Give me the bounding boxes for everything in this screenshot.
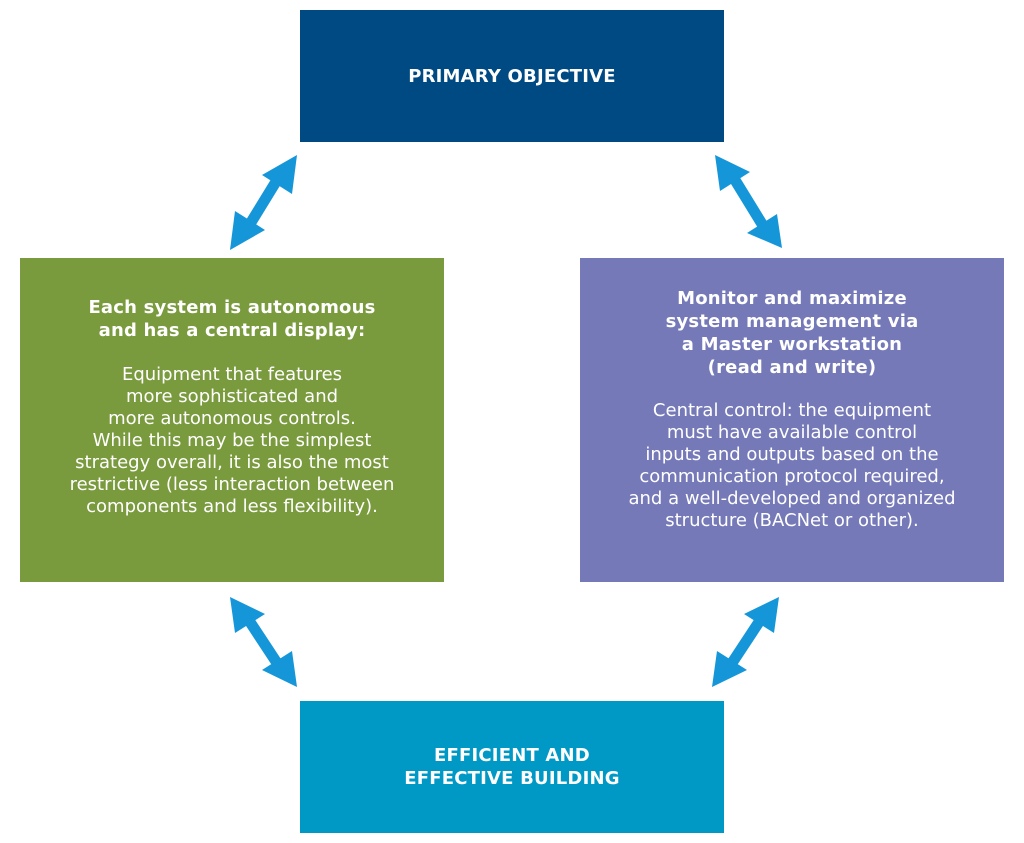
node-efficient-building: EFFICIENT AND EFFECTIVE BUILDING <box>300 701 724 833</box>
arrow-right-bottom <box>712 597 779 687</box>
node-primary-objective-title: PRIMARY OBJECTIVE <box>408 65 616 87</box>
node-autonomous-systems: Each system is autonomous and has a cent… <box>20 258 444 582</box>
node-primary-objective: PRIMARY OBJECTIVE <box>300 10 724 142</box>
arrow-top-left <box>230 155 297 250</box>
arrow-top-right <box>715 155 782 248</box>
node-master-workstation: Monitor and maximize system management v… <box>580 258 1004 582</box>
node-master-workstation-title: Monitor and maximize system management v… <box>665 288 919 378</box>
arrow-left-bottom <box>230 597 297 687</box>
node-master-workstation-body: Central control: the equipment must have… <box>628 400 956 531</box>
node-efficient-building-title: EFFICIENT AND EFFECTIVE BUILDING <box>404 745 620 789</box>
node-autonomous-systems-title: Each system is autonomous and has a cent… <box>88 297 376 341</box>
node-autonomous-systems-body: Equipment that features more sophisticat… <box>69 364 395 517</box>
